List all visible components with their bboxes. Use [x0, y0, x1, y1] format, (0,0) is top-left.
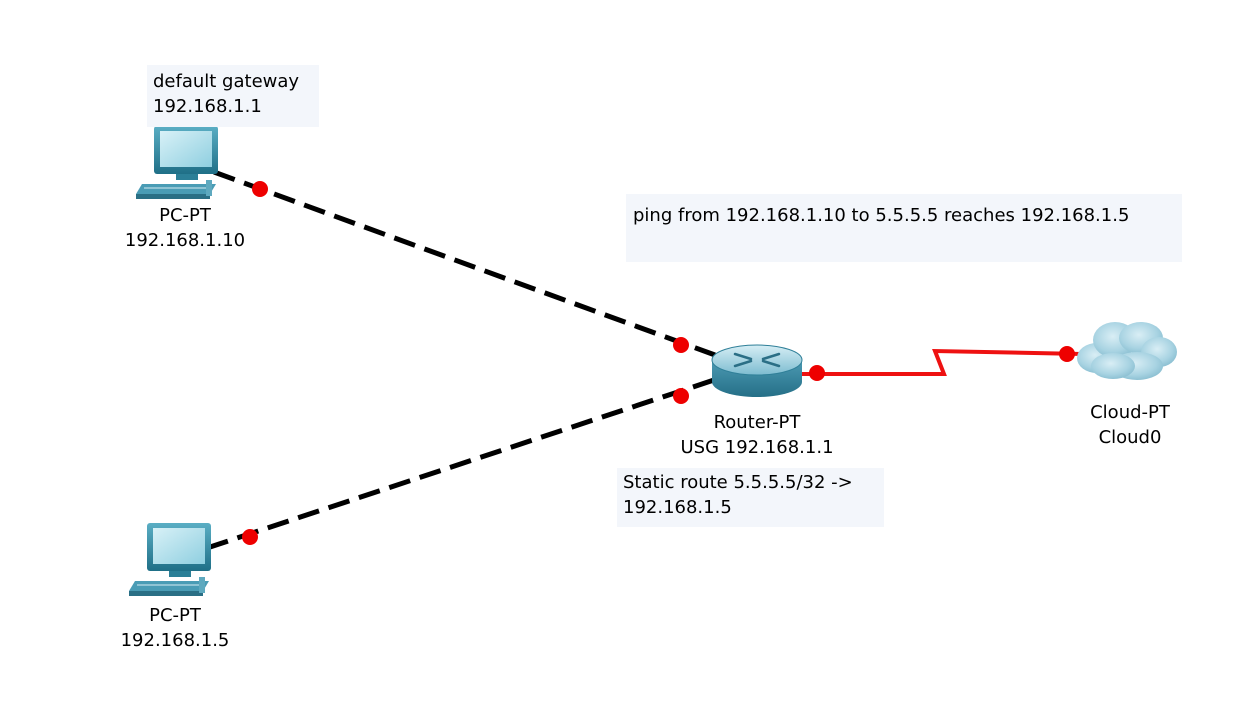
- cloud-icon[interactable]: [1077, 322, 1177, 380]
- pc-icon[interactable]: [136, 126, 218, 199]
- device-ip: 192.168.1.5: [120, 630, 230, 651]
- link-endpoint: [673, 337, 689, 353]
- link-endpoint: [673, 388, 689, 404]
- link-endpoint: [252, 181, 268, 197]
- device-type: PC-PT: [159, 205, 211, 226]
- device-label-router: Router-PT USG 192.168.1.1: [652, 410, 862, 460]
- device-label-cloud: Cloud-PT Cloud0: [1050, 400, 1210, 450]
- link-pc1-router[interactable]: [213, 169, 716, 358]
- link-pc2-router[interactable]: [206, 377, 715, 551]
- note-line: 192.168.1.5: [623, 497, 732, 518]
- note-line: Static route 5.5.5.5/32 ->: [623, 472, 853, 493]
- note-line: 192.168.1.1: [153, 96, 262, 117]
- note-ping[interactable]: ping from 192.168.1.10 to 5.5.5.5 reache…: [626, 194, 1182, 262]
- router-icon[interactable]: [711, 344, 803, 397]
- link-endpoint: [242, 529, 258, 545]
- note-line: ping from 192.168.1.10 to 5.5.5.5 reache…: [633, 205, 1130, 226]
- device-ip: 192.168.1.10: [124, 230, 246, 251]
- note-line: default gateway: [153, 71, 300, 92]
- device-label-pc2: PC-PT 192.168.1.5: [80, 603, 270, 653]
- device-type: PC-PT: [149, 605, 201, 626]
- device-type: Cloud-PT: [1090, 402, 1170, 423]
- link-endpoint: [1059, 346, 1075, 362]
- pc-icon[interactable]: [129, 523, 211, 596]
- device-name: USG 192.168.1.1: [680, 437, 834, 458]
- device-name: Cloud0: [1098, 427, 1162, 448]
- device-label-pc1: PC-PT 192.168.1.10: [90, 203, 280, 253]
- device-type: Router-PT: [713, 412, 801, 433]
- note-default-gateway[interactable]: default gateway 192.168.1.1: [147, 65, 319, 127]
- link-router-cloud[interactable]: [800, 348, 1083, 376]
- link-endpoint: [809, 365, 825, 381]
- note-static-route[interactable]: Static route 5.5.5.5/32 -> 192.168.1.5: [617, 468, 884, 527]
